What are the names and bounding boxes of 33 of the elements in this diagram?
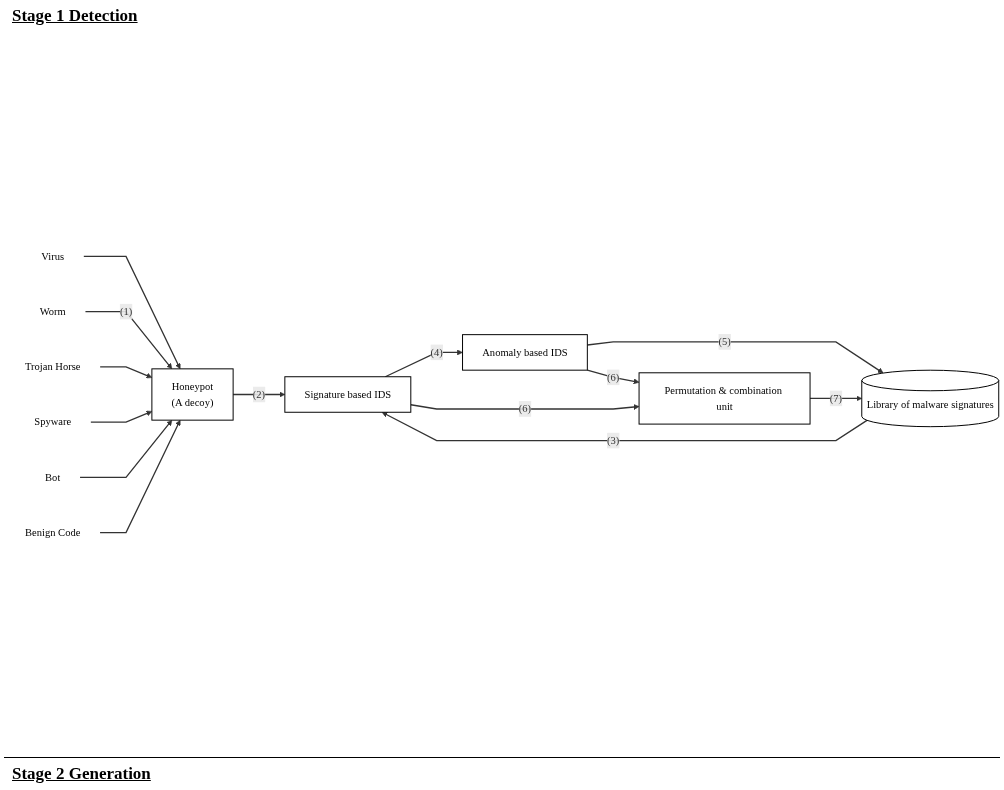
edge-label: (2) xyxy=(252,388,266,400)
node-text: Worm xyxy=(39,305,66,317)
arrow xyxy=(410,404,640,410)
edge-label: (1) xyxy=(119,305,133,317)
node-box: Honeypot (A decoy) xyxy=(151,368,234,421)
arrow xyxy=(586,369,640,385)
node-box: Signature based IDS xyxy=(284,376,412,413)
node-text: Bot xyxy=(45,471,61,483)
arrow xyxy=(381,412,868,442)
arrow xyxy=(99,419,181,534)
arrow xyxy=(90,410,153,423)
arrow xyxy=(809,395,863,402)
node-text: Spyware xyxy=(34,416,72,428)
node-box: Permutation & combination unit xyxy=(638,372,811,425)
arrow xyxy=(586,341,884,374)
edge-label: (7) xyxy=(829,392,843,404)
node-text: Benign Code xyxy=(25,526,81,538)
arrow xyxy=(79,419,173,479)
node-text: Virus xyxy=(41,250,65,262)
arrow xyxy=(84,310,173,370)
edge-label: (5) xyxy=(718,335,731,348)
arrow xyxy=(99,366,153,379)
edge-label: (6) xyxy=(607,371,620,383)
edge-label: (6) xyxy=(518,403,532,415)
arrow xyxy=(384,349,463,378)
section-heading: Stage 1 Detection xyxy=(12,6,139,26)
node-box: Anomaly based IDS xyxy=(462,334,588,371)
edge-label: (3) xyxy=(607,434,620,446)
edge-label: (4) xyxy=(430,346,443,358)
arrow xyxy=(232,391,286,398)
arrow xyxy=(83,255,181,370)
node-text: Trojan Horse xyxy=(24,360,81,373)
section-heading: Stage 2 Generation xyxy=(12,764,152,784)
